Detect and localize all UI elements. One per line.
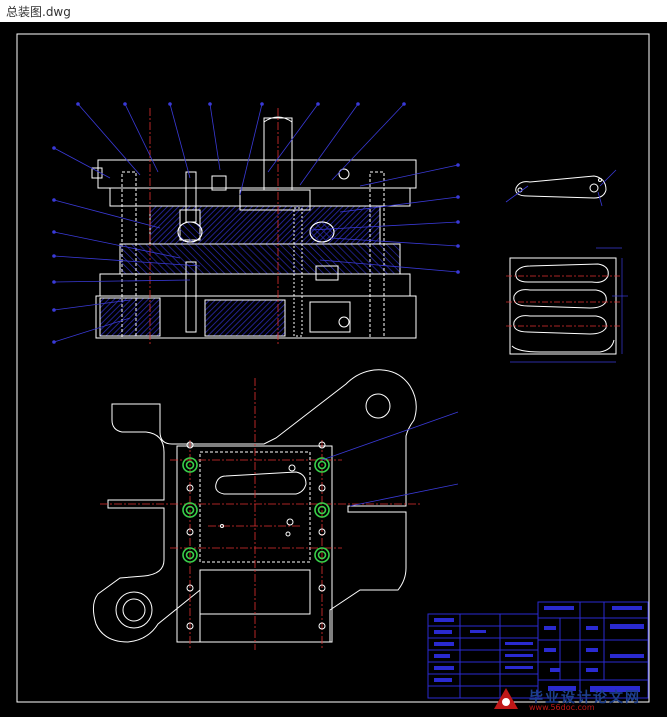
part-sketch-view — [515, 175, 607, 199]
cad-viewport[interactable]: 毕业设计论文网 www.56doc.com — [0, 22, 667, 717]
watermark-url: www.56doc.com — [529, 703, 595, 712]
plan-view — [92, 369, 417, 643]
window-titlebar: 总装图.dwg — [0, 0, 667, 23]
window-title: 总装图.dwg — [6, 5, 71, 19]
watermark-brand: 毕业设计论文网 — [529, 690, 641, 706]
front-centerlines — [149, 108, 279, 345]
site-watermark: 毕业设计论文网 www.56doc.com — [493, 687, 663, 715]
front-section-view — [91, 116, 417, 339]
guide-bushings — [182, 457, 330, 563]
leader-lines — [52, 102, 460, 344]
drawing-border — [16, 33, 650, 703]
strip-layout-view — [509, 257, 617, 355]
watermark-logo-icon — [494, 688, 518, 709]
title-block — [427, 601, 649, 699]
cad-drawing — [16, 33, 650, 703]
